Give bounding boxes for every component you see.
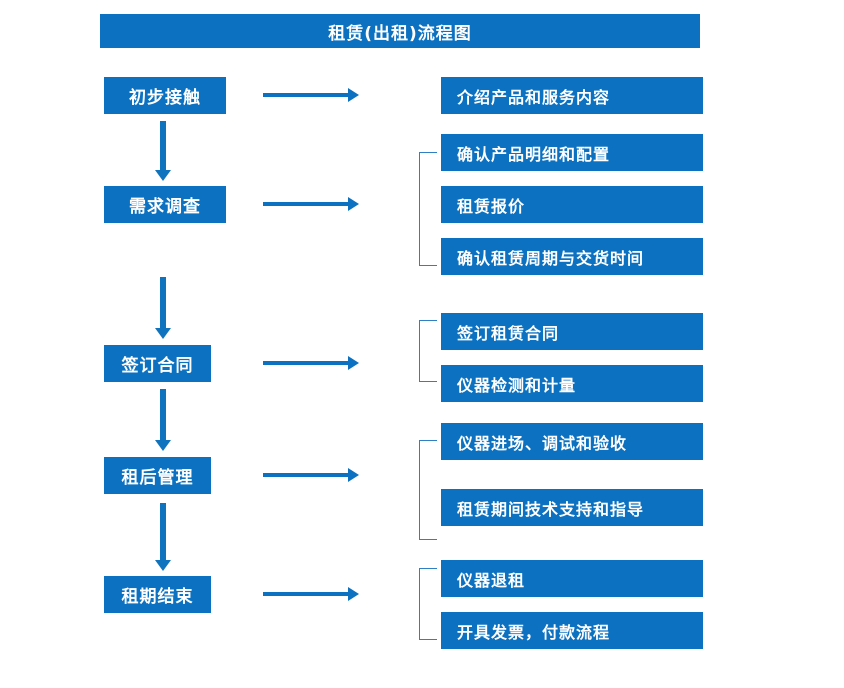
- detail-box-yiqi-tuizu[interactable]: 仪器退租: [441, 560, 703, 597]
- group-bracket-zuqi-jieshu: [419, 568, 437, 640]
- detail-box-yiqi-jinchang-tiaoshi[interactable]: 仪器进场、调试和验收: [441, 423, 703, 460]
- stage-box-xuqiu-diaocha[interactable]: 需求调查: [104, 186, 226, 223]
- group-bracket-qianding-hetong: [419, 320, 437, 382]
- detail-box-queren-chanpin-mingxi[interactable]: 确认产品明细和配置: [441, 134, 703, 171]
- arrow-head: [348, 197, 359, 211]
- detail-box-zulin-baojia[interactable]: 租赁报价: [441, 186, 703, 223]
- arrow-head: [348, 88, 359, 102]
- arrow-head: [348, 468, 359, 482]
- connector-arrow-down-1: [152, 121, 174, 181]
- branch-arrow-right-5: [263, 585, 359, 603]
- arrow-shaft: [160, 277, 166, 328]
- arrow-head: [155, 560, 171, 571]
- detail-box-qianding-zulin-hetong[interactable]: 签订租赁合同: [441, 313, 703, 350]
- connector-arrow-down-4: [152, 503, 174, 571]
- arrow-shaft: [160, 503, 166, 560]
- diagram-title: 租赁(出租)流程图: [100, 14, 700, 48]
- detail-box-jieshao-chanpin[interactable]: 介绍产品和服务内容: [441, 77, 703, 114]
- branch-arrow-right-1: [263, 86, 359, 104]
- stage-box-chubu-jiechu[interactable]: 初步接触: [104, 77, 226, 114]
- arrow-head: [155, 440, 171, 451]
- detail-box-kaiju-fapiao[interactable]: 开具发票，付款流程: [441, 612, 703, 649]
- branch-arrow-right-3: [263, 354, 359, 372]
- arrow-shaft: [160, 121, 166, 170]
- arrow-shaft: [263, 592, 349, 596]
- stage-box-qianding-hetong[interactable]: 签订合同: [104, 345, 211, 382]
- arrow-head: [155, 170, 171, 181]
- arrow-head: [155, 328, 171, 339]
- stage-box-zuqi-jieshu[interactable]: 租期结束: [104, 576, 211, 613]
- connector-arrow-down-3: [152, 389, 174, 451]
- detail-box-queren-zulin-zhouqi[interactable]: 确认租赁周期与交货时间: [441, 238, 703, 275]
- branch-arrow-right-2: [263, 195, 359, 213]
- arrow-shaft: [263, 473, 349, 477]
- group-bracket-zuhou-guanli: [419, 440, 437, 540]
- arrow-head: [348, 587, 359, 601]
- arrow-shaft: [160, 389, 166, 440]
- connector-arrow-down-2: [152, 277, 174, 339]
- arrow-head: [348, 356, 359, 370]
- arrow-shaft: [263, 93, 349, 97]
- arrow-shaft: [263, 361, 349, 365]
- detail-box-yiqi-jiance-jiliang[interactable]: 仪器检测和计量: [441, 365, 703, 402]
- arrow-shaft: [263, 202, 349, 206]
- stage-box-zuhou-guanli[interactable]: 租后管理: [104, 457, 211, 494]
- group-bracket-xuqiu-diaocha: [419, 152, 437, 266]
- detail-box-zulin-qijian-zhichi[interactable]: 租赁期间技术支持和指导: [441, 489, 703, 526]
- branch-arrow-right-4: [263, 466, 359, 484]
